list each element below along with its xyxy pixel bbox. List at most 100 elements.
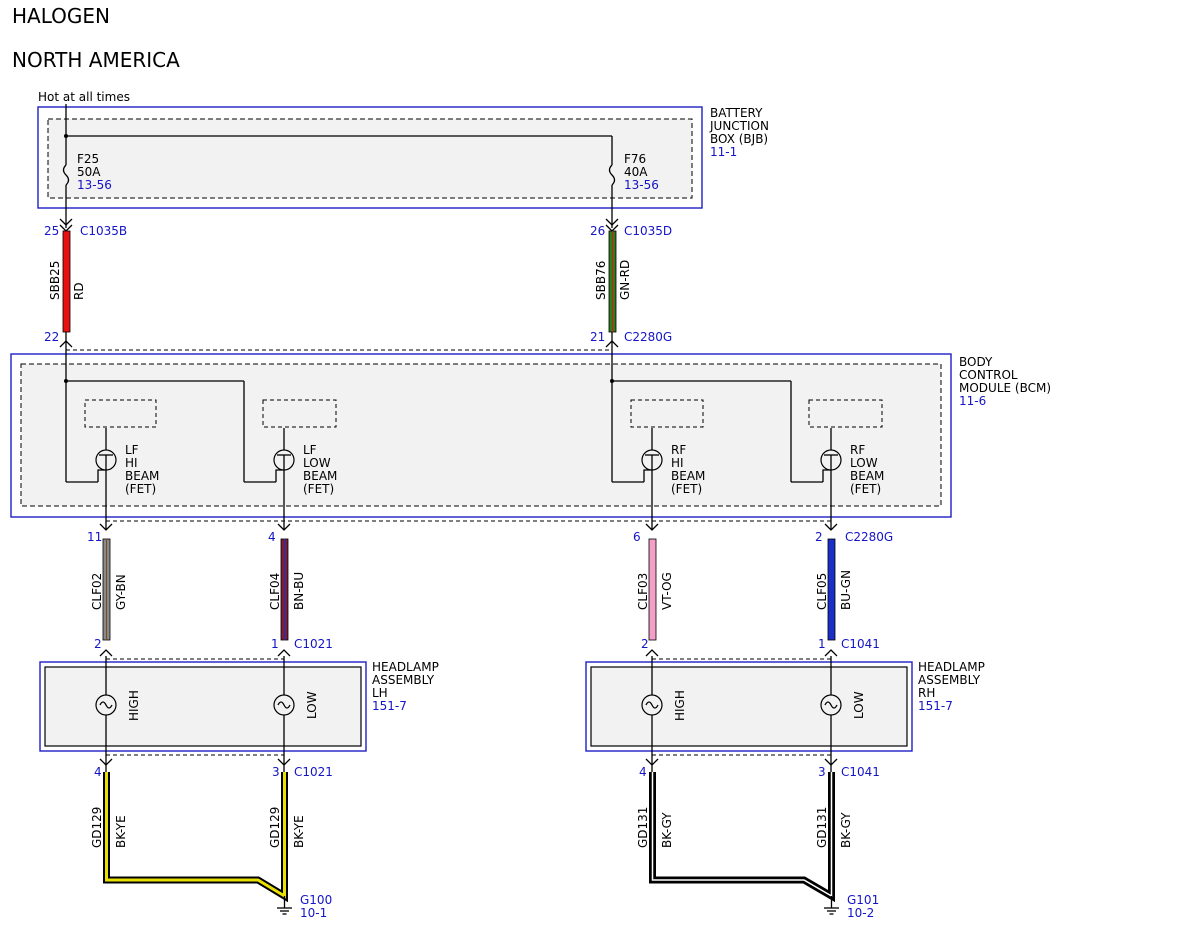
svg-text:CLF04: CLF04 xyxy=(268,573,282,610)
svg-text:1: 1 xyxy=(818,637,826,651)
svg-text:BEAM: BEAM xyxy=(671,469,705,483)
output-wire-clf04: 4 CLF04 BN-BU 1 C1021 xyxy=(268,530,333,651)
feed-wire-right: 26 C1035D SBB76 GN-RD 21 C2280G xyxy=(590,224,672,344)
supply-label: Hot at all times xyxy=(38,90,130,104)
svg-text:GD131: GD131 xyxy=(636,807,650,848)
svg-text:BK-YE: BK-YE xyxy=(114,815,128,848)
ground-wire-rh: 4 GD131 BK-GY 3 C1041 GD131 BK-GY xyxy=(636,765,880,903)
connector-label[interactable]: C1021 xyxy=(294,765,333,779)
fet-label-lf-low: LF LOW BEAM (FET) xyxy=(303,443,337,496)
svg-text:GD129: GD129 xyxy=(268,807,282,848)
svg-text:(FET): (FET) xyxy=(125,482,156,496)
svg-text:4: 4 xyxy=(94,765,102,779)
pin-label: 25 xyxy=(44,224,59,238)
svg-text:2: 2 xyxy=(94,637,102,651)
svg-text:BU-GN: BU-GN xyxy=(839,570,853,610)
lamp-rh-ref[interactable]: 151-7 xyxy=(918,699,953,713)
bjb-name-3: BOX (BJB) xyxy=(710,132,768,146)
bulb-high-icon xyxy=(95,694,117,716)
fet-rf-hi-icon xyxy=(641,428,663,530)
bulb-low-icon xyxy=(273,694,295,716)
fuse-right-id: F76 xyxy=(624,152,646,166)
svg-text:BEAM: BEAM xyxy=(125,469,159,483)
svg-text:CLF03: CLF03 xyxy=(636,573,650,610)
fuse-left-ref[interactable]: 13-56 xyxy=(77,178,112,192)
connector-label[interactable]: C1035D xyxy=(624,224,672,238)
svg-text:LOW: LOW xyxy=(305,691,319,719)
headlamp-assembly-lh: HIGH LOW HEADLAMP ASSEMBLY LH 151-7 xyxy=(39,656,439,772)
svg-text:LOW: LOW xyxy=(303,456,331,470)
svg-text:HI: HI xyxy=(125,456,138,470)
fuse-right-rating: 40A xyxy=(624,165,648,179)
ground-g101-ref[interactable]: 10-2 xyxy=(847,906,874,920)
bcm-name-1: BODY xyxy=(959,355,993,369)
connector-label[interactable]: C1035B xyxy=(80,224,127,238)
ground-g101-label[interactable]: G101 xyxy=(847,893,879,907)
ground-g100-label[interactable]: G100 xyxy=(300,893,332,907)
svg-text:RF: RF xyxy=(671,443,686,457)
svg-text:1: 1 xyxy=(271,637,279,651)
svg-text:4: 4 xyxy=(268,530,276,544)
svg-text:ASSEMBLY: ASSEMBLY xyxy=(918,673,981,687)
feed-wire-left: 25 C1035B SBB25 RD 22 xyxy=(44,224,127,344)
svg-text:RH: RH xyxy=(918,686,935,700)
fet-lf-low-icon xyxy=(273,428,295,530)
svg-text:HIGH: HIGH xyxy=(673,690,687,721)
ground-g100-ref[interactable]: 10-1 xyxy=(300,906,327,920)
svg-text:BN-BU: BN-BU xyxy=(292,572,306,610)
svg-text:RF: RF xyxy=(850,443,865,457)
svg-text:11: 11 xyxy=(87,530,102,544)
pin-label: 21 xyxy=(590,330,605,344)
fet-label-rf-hi: RF HI BEAM (FET) xyxy=(671,443,705,496)
fuse-right-ref[interactable]: 13-56 xyxy=(624,178,659,192)
svg-text:ASSEMBLY: ASSEMBLY xyxy=(372,673,435,687)
svg-text:BK-YE: BK-YE xyxy=(292,815,306,848)
fuse-left-id: F25 xyxy=(77,152,99,166)
connector-label[interactable]: C1021 xyxy=(294,637,333,651)
svg-text:LOW: LOW xyxy=(852,691,866,719)
bjb-name-1: BATTERY xyxy=(710,106,763,120)
wire-color-label: RD xyxy=(72,282,86,300)
ground-icon xyxy=(277,896,292,915)
ground-icon xyxy=(824,896,839,915)
svg-text:CLF05: CLF05 xyxy=(815,573,829,610)
ground-wire-lh: 4 GD129 BK-YE 3 C1021 GD129 BK-YE xyxy=(90,765,333,903)
svg-text:HI: HI xyxy=(671,456,684,470)
svg-text:(FET): (FET) xyxy=(850,482,881,496)
circuit-label: SBB76 xyxy=(594,261,608,300)
svg-text:LF: LF xyxy=(125,443,139,457)
bulb-high-icon xyxy=(641,694,663,716)
bcm-name-2: CONTROL xyxy=(959,368,1018,382)
svg-text:BEAM: BEAM xyxy=(303,469,337,483)
svg-text:HEADLAMP: HEADLAMP xyxy=(918,660,985,674)
battery-junction-box: Hot at all times F25 50A 13-56 F76 40A 1… xyxy=(37,90,769,228)
svg-text:BEAM: BEAM xyxy=(850,469,884,483)
lamp-lh-ref[interactable]: 151-7 xyxy=(372,699,407,713)
headlamp-assembly-rh: HIGH LOW HEADLAMP ASSEMBLY RH 151-7 xyxy=(585,656,985,772)
body-control-module: BODY CONTROL MODULE (BCM) 11-6 xyxy=(10,332,1051,530)
svg-text:CLF02: CLF02 xyxy=(90,573,104,610)
fuse-f25-icon xyxy=(62,164,70,186)
fet-rf-low-icon xyxy=(820,428,842,530)
svg-text:2: 2 xyxy=(641,637,649,651)
page-title: HALOGEN xyxy=(12,4,110,28)
bcm-ref[interactable]: 11-6 xyxy=(959,394,986,408)
svg-text:BK-GY: BK-GY xyxy=(839,812,853,848)
connector-label[interactable]: C1041 xyxy=(841,637,880,651)
connector-label[interactable]: C1041 xyxy=(841,765,880,779)
svg-text:GD131: GD131 xyxy=(815,807,829,848)
connector-label[interactable]: C2280G xyxy=(845,530,893,544)
output-wire-clf05: 2 C2280G CLF05 BU-GN 1 C1041 xyxy=(815,530,893,651)
svg-text:LOW: LOW xyxy=(850,456,878,470)
fet-label-lf-hi: LF HI BEAM (FET) xyxy=(125,443,159,496)
svg-text:3: 3 xyxy=(272,765,280,779)
connector-label[interactable]: C2280G xyxy=(624,330,672,344)
fet-label-rf-low: RF LOW BEAM (FET) xyxy=(850,443,884,496)
bjb-ref[interactable]: 11-1 xyxy=(710,145,737,159)
bulb-low-icon xyxy=(820,694,842,716)
svg-text:(FET): (FET) xyxy=(303,482,334,496)
pin-label: 22 xyxy=(44,330,59,344)
svg-text:2: 2 xyxy=(815,530,823,544)
fuse-f76-icon xyxy=(608,164,616,186)
